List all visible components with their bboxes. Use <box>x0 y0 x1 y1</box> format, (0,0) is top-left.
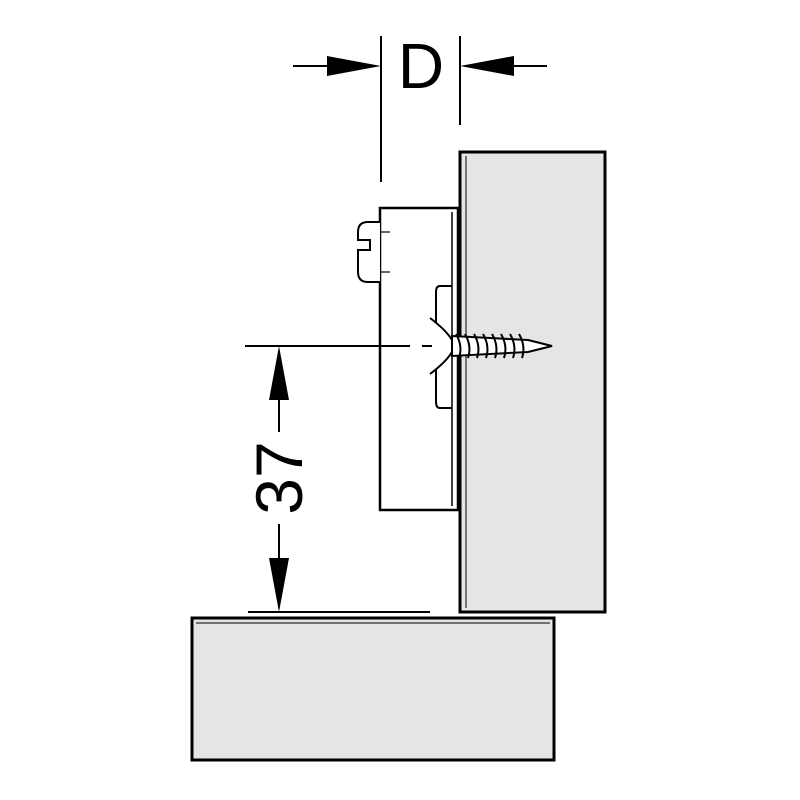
arrow-icon <box>269 346 289 400</box>
dimension-37: 37 <box>242 345 432 613</box>
screw-icon <box>429 317 553 375</box>
screw-thread <box>464 333 471 359</box>
screw-thread <box>509 333 516 359</box>
screw-thread <box>455 333 462 359</box>
screw-thread <box>500 333 507 359</box>
screw-thread <box>473 333 480 359</box>
dimension-d: D <box>293 30 547 182</box>
adjustment-cam <box>357 221 380 283</box>
door-panel <box>190 616 556 762</box>
arrow-icon <box>269 558 289 612</box>
arrow-icon <box>460 56 514 76</box>
screw-thread <box>518 333 525 359</box>
dimension-label-37: 37 <box>242 441 316 514</box>
arrow-icon <box>327 56 381 76</box>
dimension-label-d: D <box>398 30 444 102</box>
cabinet-side-panel <box>458 150 607 614</box>
screw-thread <box>491 333 498 359</box>
screw-thread <box>482 333 489 359</box>
